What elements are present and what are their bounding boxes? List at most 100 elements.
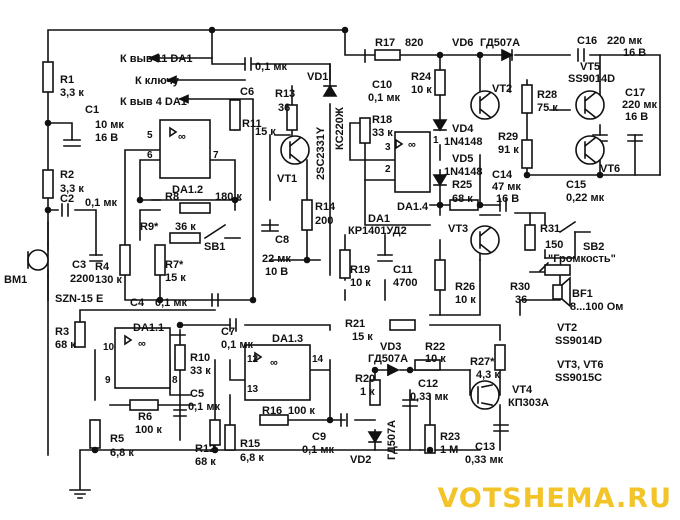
opamp-DA1-1 [114,327,171,389]
svg-text:C10: C10 [372,79,392,91]
svg-text:22 мк: 22 мк [262,253,291,265]
svg-text:VT5: VT5 [580,61,600,73]
svg-text:R11: R11 [242,118,262,130]
svg-text:R14: R14 [315,201,336,213]
svg-text:220 мк: 220 мк [607,35,643,47]
svg-text:R26: R26 [455,281,475,293]
svg-text:8: 8 [172,375,178,386]
svg-text:150: 150 [545,239,563,251]
svg-text:C12: C12 [418,378,438,390]
svg-text:C7: C7 [221,326,235,338]
svg-text:R13: R13 [275,88,295,100]
svg-text:14: 14 [312,354,324,365]
svg-text:0,33 мк: 0,33 мк [465,454,504,466]
svg-text:ГД507А: ГД507А [480,37,520,49]
svg-text:10: 10 [103,342,115,353]
switch-SB1 [203,223,241,240]
svg-text:36: 36 [278,102,290,114]
svg-text:R10: R10 [190,352,210,364]
svg-text:R6: R6 [138,411,152,423]
svg-text:VT1: VT1 [277,173,297,185]
svg-text:68 к: 68 к [452,193,473,205]
resistors-horizontal [129,49,571,426]
svg-text:0,1 мк: 0,1 мк [188,401,220,413]
svg-text:1: 1 [433,135,439,146]
svg-text:1N4148: 1N4148 [444,166,483,178]
svg-text:33 к: 33 к [190,365,211,377]
svg-text:R15: R15 [240,438,260,450]
capacitor-C8 [261,224,279,232]
svg-text:SS9014D: SS9014D [568,73,615,85]
svg-text:КС220Ж: КС220Ж [334,107,346,150]
misc-components [27,220,591,308]
svg-text:SB1: SB1 [204,241,225,253]
diodes [322,48,514,444]
svg-text:DA1.2: DA1.2 [172,184,203,196]
svg-text:100 к: 100 к [288,405,315,417]
diode-VD1 [322,84,338,97]
resistor-R3 [74,321,86,348]
svg-text:33 к: 33 к [372,127,393,139]
resistors [42,61,536,454]
svg-text:R19: R19 [350,264,370,276]
svg-text:1N4148: 1N4148 [444,136,483,148]
svg-text:∞: ∞ [270,357,278,369]
svg-text:VT3: VT3 [448,223,468,235]
transistors [280,90,605,410]
svg-text:R8: R8 [165,191,179,203]
resistor-R18 [359,117,371,144]
resistor-R21 [389,319,416,331]
capacitor-C11 [377,254,393,262]
resistor-R11 [229,99,241,131]
svg-text:C1: C1 [85,104,99,116]
svg-text:R17: R17 [375,37,395,49]
resistor-R24 [434,69,446,96]
out-label-key: К ключу [135,75,180,87]
svg-text:∞: ∞ [138,338,146,350]
svg-text:8...100 Ом: 8...100 Ом [570,301,623,313]
capacitor-C2 [61,203,69,217]
svg-text:SS9014D: SS9014D [555,335,602,347]
svg-text:R22: R22 [425,341,445,353]
svg-text:0,1 мк: 0,1 мк [221,339,253,351]
svg-text:R9*: R9* [140,221,159,233]
svg-text:SB2: SB2 [583,241,604,253]
svg-text:C4: C4 [130,297,145,309]
svg-text:16 В: 16 В [95,132,118,144]
svg-text:47 мк: 47 мк [492,181,521,193]
capacitor-C16 [577,48,585,62]
opamp-DA1-2 [159,119,211,179]
diode-VD4 [432,119,448,132]
resistor-R19 [339,249,351,279]
svg-text:220 мк: 220 мк [622,99,658,111]
svg-text:68 к: 68 к [55,339,76,351]
transistor-VT6 [575,135,605,165]
svg-text:15 к: 15 к [352,331,373,343]
svg-text:1 к: 1 к [360,386,375,398]
svg-text:C2: C2 [60,193,74,205]
transistor-VT1 [280,135,310,165]
svg-text:10 к: 10 к [350,277,371,289]
svg-text:DA1.3: DA1.3 [272,333,303,345]
svg-text:DA1: DA1 [368,213,390,225]
transistor-VT2 [470,90,500,120]
svg-text:R1: R1 [60,74,74,86]
svg-text:R12: R12 [195,443,215,455]
svg-text:C13: C13 [475,441,495,453]
svg-text:12: 12 [247,354,259,365]
output-arrows [148,53,254,104]
svg-text:3: 3 [385,142,391,153]
svg-text:R18: R18 [372,114,392,126]
svg-text:R30: R30 [510,281,530,293]
svg-text:3,3 к: 3,3 к [60,87,84,99]
svg-text:SZN-15 E: SZN-15 E [55,293,103,305]
svg-text:R28: R28 [537,89,557,101]
svg-text:C17: C17 [625,87,645,99]
svg-text:"Громкость": "Громкость" [548,253,616,265]
resistor-R27 [494,344,506,371]
svg-text:DA1.4: DA1.4 [397,201,429,213]
out-label-pin11: К выв 11 DA1 [120,53,192,65]
svg-text:C6: C6 [240,86,254,98]
